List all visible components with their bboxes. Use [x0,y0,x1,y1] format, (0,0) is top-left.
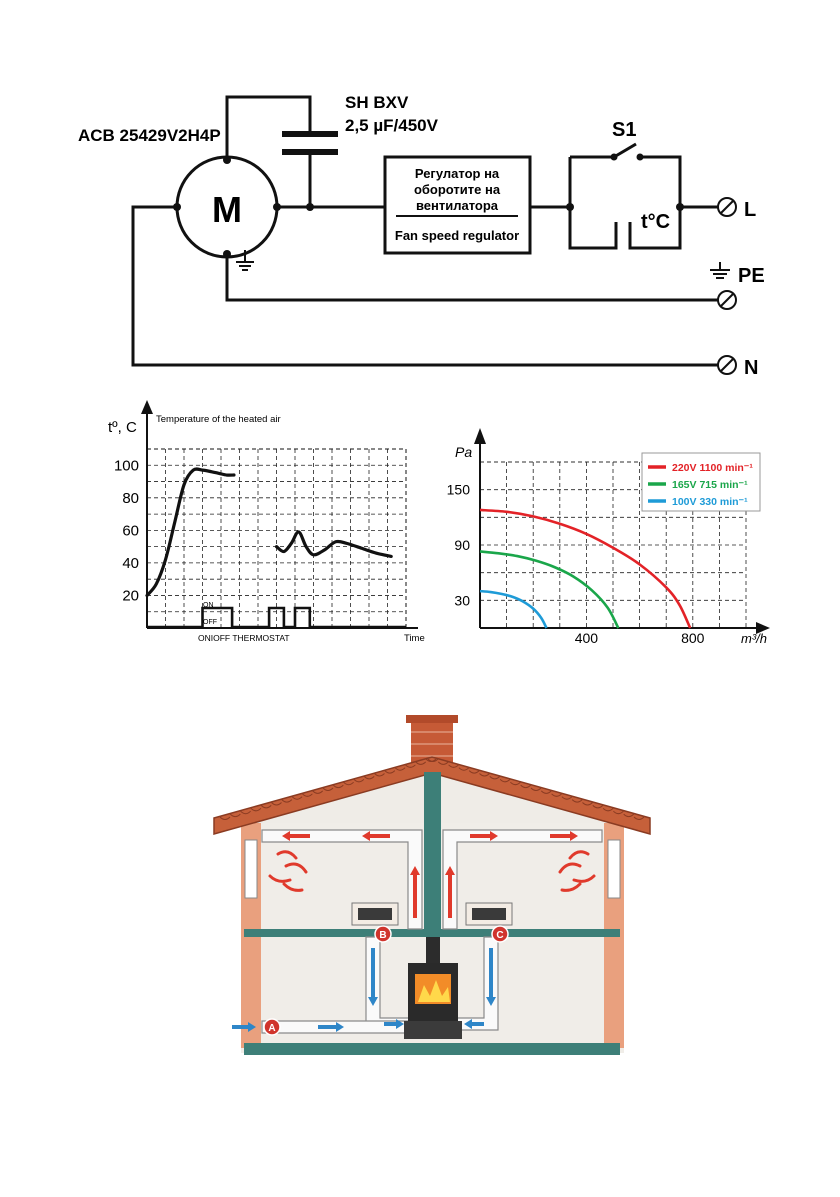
temp-y-tick-label: 100 [114,457,139,474]
legend-label-2: 165V 715 min⁻¹ [672,479,748,491]
temperature-chart: 20 40 60 80 100 Temperature of the heated ai… [108,400,425,644]
signal-caption: ONIOFF THERMOSTAT [198,633,290,643]
motor-label: M [212,189,242,230]
fan-x-tick-label: 400 [575,630,599,646]
stove-pipe [426,937,440,965]
regulator-label-bg-3: вентилатора [416,198,499,213]
motor-model-label: ACB 25429V2H4P [78,126,221,145]
switch-s1 [570,144,636,157]
temp-y-label: tº, C [108,419,137,436]
terminal-l-icon [718,198,736,216]
temp-y-tick-label: 80 [122,490,139,507]
ground-floor [244,1043,620,1055]
switch-right [630,157,680,248]
fan-curve-3 [480,591,547,628]
terminal-pe-icon [718,291,736,309]
house-heating-illustration: A B C [214,715,650,1055]
fan-curves [480,510,690,628]
pe-ground-icon [710,262,730,278]
fan-curve-1 [480,510,690,628]
signal-off-label: OFF [203,619,217,626]
terminal-n-label: N [744,357,758,379]
terminal-n-icon [718,356,736,374]
temp-chart-frame [147,449,406,628]
terminal-l-label: L [744,199,756,221]
temp-chart-title: Temperature of the heated air [156,414,281,425]
fan-curve-chart: 30 90 150 400 800 220V 1100 min⁻¹ 165V 715 mi… [447,428,770,646]
fan-y-tick-label: 30 [454,592,470,608]
temp-x-label: Time [404,633,425,644]
temp-y-tick-label: 60 [122,522,139,539]
grille-b-slots [358,908,392,920]
badge-b-label: B [379,930,386,941]
fan-x-tick-label: 800 [681,630,705,646]
chimney-duct [424,772,441,934]
thermostat-label: t°C [641,211,670,233]
fan-y-tick-label: 90 [454,537,470,553]
fan-y-arrow-icon [474,428,486,444]
fan-curve-2 [480,551,618,628]
temp-y-tick-label: 40 [122,555,139,572]
capacitor-label-2: 2,5 µF/450V [345,116,439,135]
fan-x-label: m³/h [741,631,767,646]
temp-y-arrow-icon [141,400,153,414]
fan-y-label: Pa [455,444,472,460]
switch-label: S1 [612,119,636,141]
ground-icon [236,250,254,270]
legend-label-1: 220V 1100 min⁻¹ [672,462,753,474]
badge-a-label: A [268,1023,275,1034]
fan-y-tick-label: 150 [447,482,471,498]
regulator-label-bg-2: оборотите на [414,182,501,197]
chimney-cap [406,715,458,723]
window-left [245,840,257,898]
switch-left [570,157,616,248]
capacitor-label-1: SH BXV [345,93,409,112]
middle-floor [244,929,620,937]
wire-pe [227,257,718,300]
temp-curve-2 [277,532,392,556]
regulator-label-bg-1: Регулатор на [415,166,500,181]
temp-chart-grid [147,449,406,628]
temp-y-ticks: 20 40 60 80 100 [114,457,139,604]
signal-on-label: ON [203,602,214,609]
badge-c-label: C [496,930,503,941]
stove-base [404,1021,462,1039]
window-right [608,840,620,898]
legend-label-3: 100V 330 min⁻¹ [672,496,748,508]
temp-y-tick-label: 20 [122,587,139,604]
terminal-pe-label: PE [738,265,765,287]
regulator-label-en: Fan speed regulator [395,228,519,243]
grille-c-slots [472,908,506,920]
